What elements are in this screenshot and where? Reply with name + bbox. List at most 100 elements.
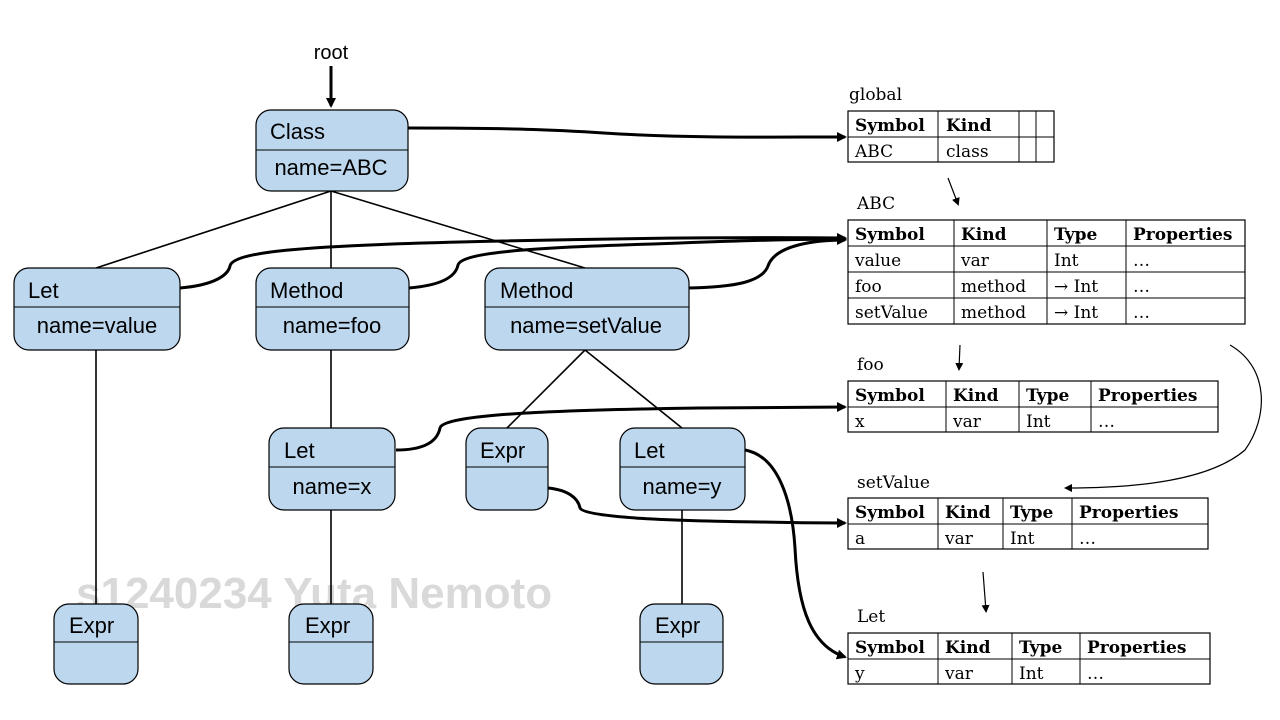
table-cell: … <box>1087 664 1104 684</box>
table-title: global <box>849 85 902 105</box>
node-name: name=foo <box>283 313 381 338</box>
node-class-abc: Class name=ABC <box>255 109 409 192</box>
header-cell: Symbol <box>855 225 925 245</box>
table-setvalue: setValue Symbol Kind Type Properties a v… <box>847 473 1209 550</box>
node-let-value: Let name=value <box>13 267 181 351</box>
ast-nodes: Class name=ABC Let name=value Method nam… <box>13 109 746 685</box>
table-cell: → Int <box>1054 303 1098 323</box>
header-cell: Type <box>1010 503 1054 523</box>
table-cell: y <box>854 664 865 684</box>
node-method-foo: Method name=foo <box>255 267 410 351</box>
table-cell: Int <box>1026 412 1051 432</box>
arrow-foo-to-abc <box>408 234 847 290</box>
header-cell: Symbol <box>855 386 925 406</box>
node-name: name=setValue <box>510 313 662 338</box>
table-abc: ABC Symbol Kind Type Properties value va… <box>847 194 1246 325</box>
arrow-let-to-abc <box>179 232 847 290</box>
arrow-class-to-global <box>407 126 847 143</box>
header-cell: Kind <box>945 503 991 523</box>
table-cell: value <box>854 251 901 271</box>
header-cell: Kind <box>945 638 991 658</box>
node-title: Expr <box>69 613 114 638</box>
node-expr-y: Expr <box>639 603 724 685</box>
header-cell: Symbol <box>855 116 925 136</box>
table-cell: Int <box>1019 664 1044 684</box>
node-expr-value: Expr <box>53 603 139 685</box>
node-name: name=y <box>643 474 722 499</box>
table-cell: var <box>944 664 974 684</box>
tree-edges <box>95 190 683 604</box>
header-cell: Type <box>1054 225 1098 245</box>
table-cell: … <box>1133 303 1150 323</box>
table-title: foo <box>857 355 884 375</box>
table-cell: method <box>961 277 1026 297</box>
node-name: name=x <box>293 474 372 499</box>
table-cell: → Int <box>1054 277 1098 297</box>
table-cell: foo <box>855 277 882 297</box>
node-title: Expr <box>480 438 525 463</box>
node-title: Let <box>28 278 59 303</box>
arrow-global-abc <box>947 177 960 206</box>
arrow-expr-to-setvalue <box>547 486 847 528</box>
header-cell: Type <box>1019 638 1063 658</box>
header-cell: Symbol <box>855 638 925 658</box>
table-cell: Int <box>1054 251 1079 271</box>
node-title: Let <box>634 438 665 463</box>
table-title: Let <box>857 607 885 627</box>
node-title: Expr <box>305 613 350 638</box>
node-title: Method <box>500 278 573 303</box>
node-title: Expr <box>655 613 700 638</box>
table-cell: var <box>952 412 982 432</box>
symbol-tables: global Symbol Kind ABC class ABC Symbol … <box>847 85 1246 685</box>
table-cell: var <box>960 251 990 271</box>
table-cell: … <box>1079 529 1096 549</box>
table-global: global Symbol Kind ABC class <box>847 85 1055 163</box>
node-title: Method <box>270 278 343 303</box>
scope-arrows <box>179 126 847 660</box>
header-cell: Properties <box>1079 503 1178 523</box>
arrow-abc-foo <box>955 344 964 371</box>
node-title: Class <box>270 119 325 144</box>
edge-class-let <box>95 190 332 269</box>
node-expr-x: Expr <box>288 603 374 685</box>
root-label: root <box>314 42 349 64</box>
table-chain-arrows <box>947 177 1262 613</box>
arrow-abc-setvalue <box>1064 344 1262 492</box>
table-cell: … <box>1098 412 1115 432</box>
header-cell: Kind <box>946 116 992 136</box>
node-expr-mid: Expr <box>465 427 549 511</box>
table-cell: setValue <box>855 303 928 323</box>
table-cell: class <box>946 142 989 162</box>
arrow-lety-to-let <box>744 448 847 660</box>
header-cell: Type <box>1026 386 1070 406</box>
arrow-setvalue-let <box>981 571 990 613</box>
edge-setvalue-expr <box>506 349 586 429</box>
node-let-x: Let name=x <box>268 427 396 511</box>
header-cell: Kind <box>953 386 999 406</box>
table-cell: ABC <box>854 142 893 162</box>
header-cell: Kind <box>961 225 1007 245</box>
table-cell: x <box>855 412 865 432</box>
table-cell: … <box>1133 277 1150 297</box>
table-cell: Int <box>1010 529 1035 549</box>
node-name: name=value <box>37 313 157 338</box>
header-cell: Properties <box>1098 386 1197 406</box>
node-let-y: Let name=y <box>619 427 746 511</box>
edge-setvalue-lety <box>584 349 683 429</box>
header-cell: Symbol <box>855 503 925 523</box>
table-cell: a <box>855 529 865 549</box>
node-method-setvalue: Method name=setValue <box>484 267 690 351</box>
table-cell: method <box>961 303 1026 323</box>
arrow-letx-to-foo <box>395 402 847 452</box>
table-cell: var <box>944 529 974 549</box>
header-cell: Properties <box>1133 225 1232 245</box>
arrow-setvalue-to-abc <box>688 235 847 290</box>
table-title: ABC <box>856 194 895 214</box>
table-let: Let Symbol Kind Type Properties y var In… <box>847 607 1211 685</box>
header-cell: Properties <box>1087 638 1186 658</box>
table-title: setValue <box>857 473 930 493</box>
edge-class-setvalue <box>330 190 586 269</box>
table-foo: foo Symbol Kind Type Properties x var In… <box>847 355 1219 433</box>
table-cell: … <box>1133 251 1150 271</box>
